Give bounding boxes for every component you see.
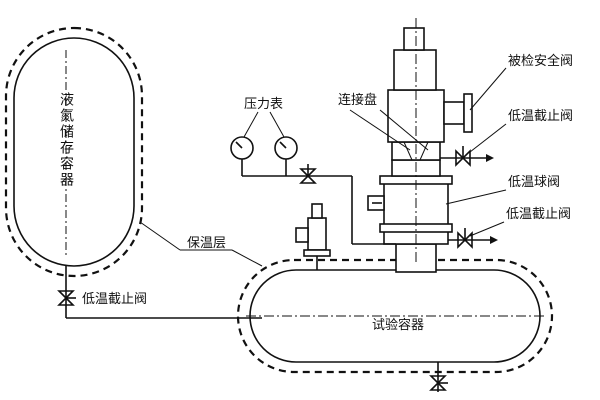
- left-low-temp-valve: [57, 290, 76, 306]
- safety-valve-cap: [403, 27, 425, 51]
- safety-valve-leader: [469, 67, 507, 111]
- ball-valve-leader: [445, 189, 507, 205]
- connection-plate-leader: [349, 109, 411, 151]
- safety-valve-label: 被检安全阀: [508, 53, 573, 69]
- test-vessel-insulation: [236, 258, 554, 374]
- insulation-leader-line-3: [231, 249, 263, 267]
- connection-plate-label: 连接盘: [338, 92, 377, 108]
- lower-valve-leader: [469, 221, 505, 237]
- upper-valve-leader: [469, 123, 507, 153]
- valve-stack: [367, 18, 473, 273]
- pressure-gauges: [230, 136, 396, 245]
- storage-tank-vessel: [13, 37, 135, 267]
- insulation-label: 保温层: [187, 236, 226, 251]
- safety-valve-bonnet: [393, 49, 437, 91]
- gauge-line-valve: [299, 164, 317, 184]
- upper-low-temp-valve: [440, 146, 494, 167]
- test-vessel-label: 试验容器: [372, 317, 424, 333]
- test-vessel: 试验容器: [236, 258, 554, 374]
- bottom-drain-valve: [429, 362, 448, 392]
- left-outlet-line: [65, 266, 262, 319]
- storage-tank-insulation: [4, 26, 144, 278]
- side-relief-valve: [295, 203, 331, 270]
- ball-valve-label: 低温球阀: [508, 175, 560, 190]
- insulation-leader-line-1: [139, 221, 181, 251]
- upper-valve-label: 低温截止阀: [508, 109, 573, 124]
- pressure-gauge-label: 压力表: [244, 97, 283, 112]
- storage-tank: 液氮储存容器: [4, 26, 144, 278]
- storage-tank-label: 液氮储存容器: [58, 92, 74, 188]
- safety-valve-outlet: [443, 101, 465, 125]
- lower-low-temp-valve: [448, 228, 498, 249]
- lower-valve-label: 低温截止阀: [506, 207, 571, 222]
- safety-valve-outlet-flange: [463, 93, 473, 133]
- left-low-temp-valve-label: 低温截止阀: [82, 292, 147, 307]
